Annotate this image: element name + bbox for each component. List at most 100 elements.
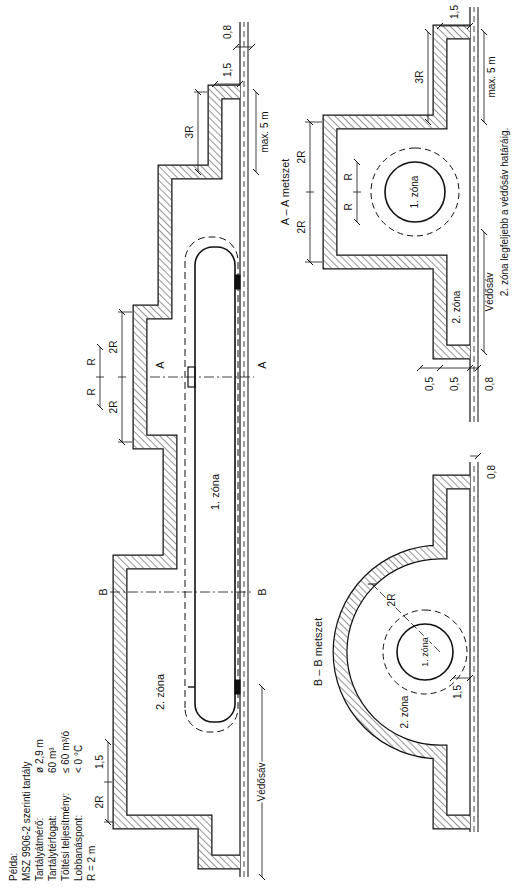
- dimension-label: 2R: [95, 795, 105, 810]
- zone-label: 1. zóna: [421, 636, 430, 668]
- dimension-tick: [353, 192, 361, 193]
- ground-line: [239, 22, 240, 877]
- section-title: A – A metszet: [280, 158, 291, 227]
- dimension-line: [198, 92, 199, 172]
- dimension-label: 1,5: [95, 754, 105, 770]
- zone-label: 1. zóna: [410, 175, 420, 210]
- strip-label: Védősáv: [485, 272, 495, 313]
- dimension-label: 2R: [109, 340, 119, 355]
- dimension-line: [470, 456, 478, 457]
- dimension-label: R: [87, 387, 97, 396]
- dimension-line: [484, 32, 485, 122]
- zone2-hatch: [120, 92, 240, 862]
- zone1-boundary: [185, 237, 238, 732]
- zone2-fill: [120, 92, 240, 862]
- extension-line: [118, 312, 132, 313]
- section-cut-line: [150, 377, 254, 378]
- spec-key: Tartályátmérő:: [35, 817, 45, 882]
- dimension-label: 0,8: [223, 24, 233, 40]
- dimension-label: 0,8: [485, 376, 495, 392]
- dimension-tick: [96, 377, 104, 378]
- ground-line: [478, 462, 479, 832]
- dimension-label: 0,8: [487, 464, 497, 480]
- spec-text: R = 2 m: [87, 845, 97, 882]
- dimension-label: 3R: [185, 125, 195, 140]
- zone2-fill: [340, 482, 470, 822]
- dimension-line: [470, 368, 478, 369]
- dimension-line: [440, 368, 470, 369]
- extension-line: [194, 92, 207, 93]
- zone1-boundary: [371, 148, 459, 236]
- section-marker: B: [257, 587, 268, 596]
- section-title: B – B metszet: [313, 617, 324, 687]
- spec-key: Tartálytérfogat:: [48, 814, 58, 882]
- zone-label: 2. zóna: [400, 695, 410, 730]
- zone2-boundary: [120, 32, 470, 862]
- zone2-fill: [330, 32, 470, 352]
- extension-line: [118, 442, 132, 443]
- fill-pipe: [188, 686, 195, 687]
- ground-line: [248, 22, 249, 877]
- dimension-line: [236, 47, 252, 48]
- dimension-line: [453, 678, 470, 679]
- dimension-line: [428, 32, 429, 122]
- dimension-label: R: [344, 202, 354, 211]
- zone2-outline: [340, 482, 470, 822]
- zone2-outline: [330, 32, 470, 352]
- spec-key: Lobbanáspont:: [74, 814, 84, 882]
- dimension-lines: [96, 47, 262, 877]
- ground-line: [469, 7, 470, 422]
- spec-text: MSZ 9906-2 szerinti tartály: [22, 761, 32, 883]
- zone-label: 2. zóna: [452, 290, 462, 325]
- dimension-line: [256, 92, 257, 172]
- dimension-tick: [104, 782, 112, 783]
- spec-value: ø 2,9 m: [35, 738, 45, 774]
- section-b-b: [372, 456, 478, 694]
- tank-shell: [195, 247, 235, 722]
- protective-strip-line: [474, 7, 475, 422]
- dimension-label: 2R: [297, 220, 307, 235]
- ground-line: [478, 7, 479, 422]
- tank-saddle: [235, 680, 240, 694]
- ground-strip: [240, 7, 478, 877]
- dimension-label: max. 5 m: [487, 55, 497, 98]
- dimension-label: 2R: [387, 593, 397, 608]
- tank-saddle: [235, 275, 240, 289]
- dimension-tick: [306, 192, 314, 193]
- ground-line: [469, 462, 470, 832]
- section-marker: A: [257, 360, 268, 369]
- dimension-label: 1,5: [453, 684, 463, 700]
- tank-shell: [385, 162, 445, 222]
- dimension-line: [420, 368, 440, 369]
- dimension-label: 2R: [297, 150, 307, 165]
- dimension-label: 3R: [415, 70, 425, 85]
- spec-heading: Példa:: [9, 852, 19, 882]
- dimension-label: R: [344, 172, 354, 181]
- zone2-outline: [120, 92, 240, 862]
- zone-label: 2. zóna: [155, 673, 166, 711]
- dimension-label: 0,5: [450, 376, 460, 392]
- spec-value: 60 m³: [48, 746, 58, 774]
- extension-line: [305, 262, 322, 263]
- radius-line: [372, 584, 440, 652]
- zone1-boundary: [383, 610, 467, 694]
- section-cut-line: [110, 592, 254, 593]
- zone2-hatch: [340, 482, 470, 822]
- tank-longitudinal: [110, 237, 254, 732]
- dimension-tick: [118, 377, 126, 378]
- zone-label: 1. zóna: [210, 473, 221, 511]
- spec-value: ≤ 60 m³/ó: [61, 730, 71, 774]
- section-marker: A: [155, 360, 166, 369]
- dimension-line: [440, 26, 470, 27]
- dimension-label: 2R: [109, 400, 119, 415]
- extension-line: [305, 122, 322, 123]
- section-a-a: [305, 26, 484, 368]
- note: 2. zóna legfeljebb a védősáv határáig.: [500, 127, 510, 297]
- protective-strip-line: [474, 462, 475, 832]
- dimension-label: 1,5: [450, 4, 460, 20]
- section-marker: B: [98, 587, 109, 596]
- dimension-line: [215, 84, 240, 85]
- dimension-label: R: [87, 357, 97, 366]
- tank-shell: [397, 624, 453, 680]
